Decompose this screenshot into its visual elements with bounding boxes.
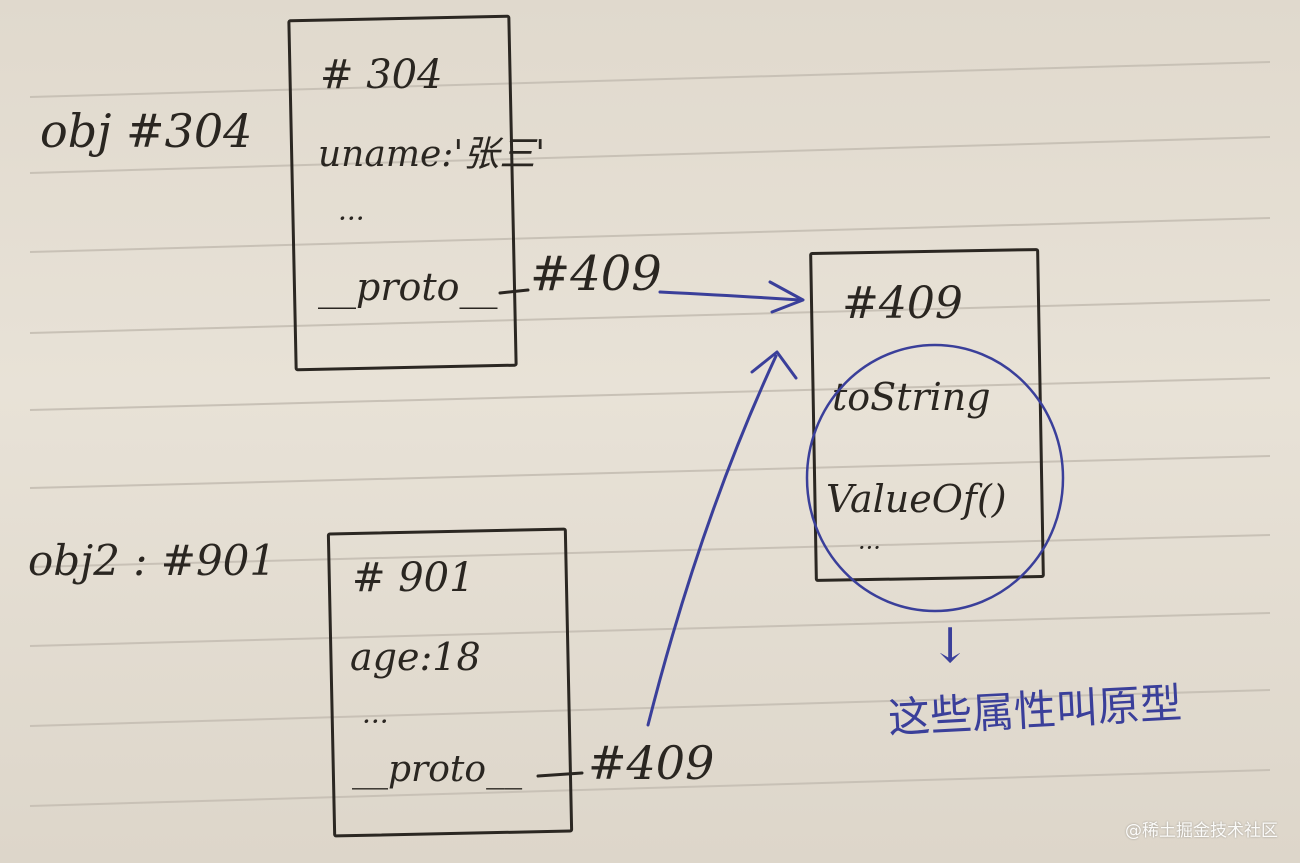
obj2-box-ellipsis: ··· bbox=[362, 705, 389, 738]
obj-box-field: uname:'张三' bbox=[318, 134, 546, 175]
prototype-address: #409 bbox=[842, 278, 963, 329]
obj-box-proto-key: __proto__ bbox=[318, 265, 498, 309]
arrow-obj2-to-prototype-head bbox=[750, 350, 798, 380]
obj2-box-proto-key: __proto__ bbox=[352, 749, 523, 790]
obj-box-address: # 304 bbox=[320, 52, 443, 98]
prototype-members-circle bbox=[805, 343, 1065, 613]
prototype-ellipsis: ··· bbox=[858, 534, 881, 562]
annotation-arrow-icon: ↓ bbox=[930, 618, 971, 674]
obj-label: obj #304 bbox=[40, 104, 253, 158]
obj-box-proto-value: #409 bbox=[530, 246, 662, 302]
prototype-method-valueof: ValueOf() bbox=[826, 477, 1007, 521]
watermark: @稀土掘金技术社区 bbox=[1125, 821, 1278, 841]
obj2-label: obj2 : #901 bbox=[28, 536, 277, 585]
obj-proto-dash bbox=[498, 288, 530, 295]
arrow-obj-to-prototype bbox=[658, 290, 802, 302]
arrow-obj-to-prototype-head bbox=[768, 280, 805, 314]
obj2-proto-dash bbox=[536, 771, 584, 778]
obj2-box-field: age:18 bbox=[350, 635, 481, 679]
obj2-box-address: # 901 bbox=[352, 555, 475, 601]
prototype-method-tostring: toString bbox=[832, 375, 991, 419]
obj2-box-proto-value: #409 bbox=[588, 736, 715, 790]
arrow-obj2-to-prototype bbox=[646, 354, 778, 727]
obj-box-ellipsis: ··· bbox=[338, 202, 365, 235]
